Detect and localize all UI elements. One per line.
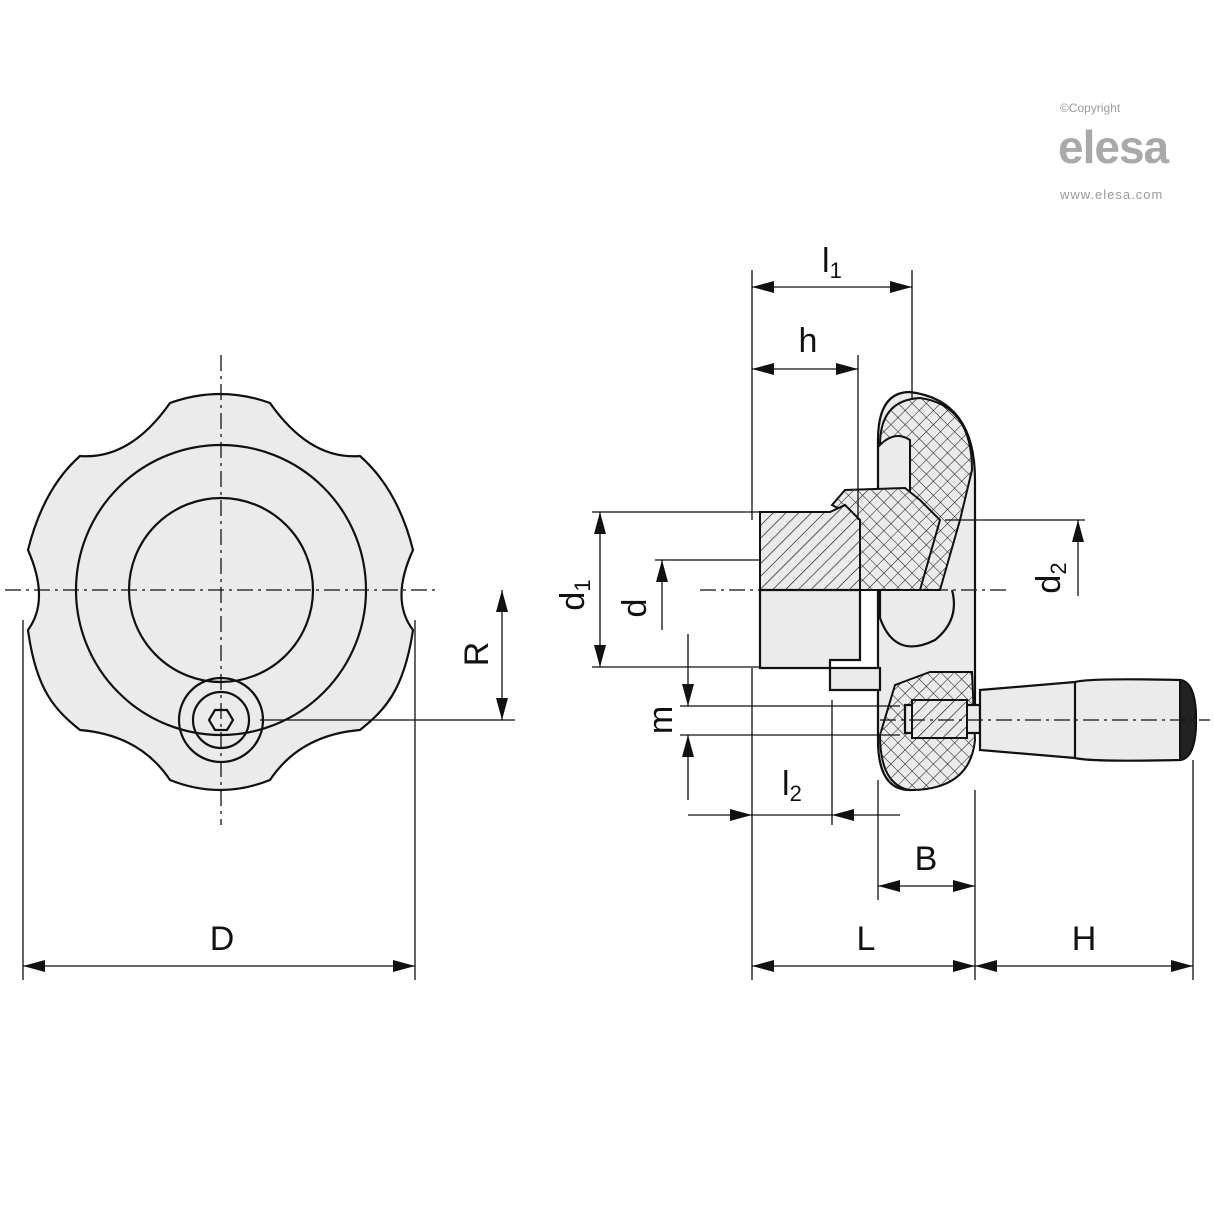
- d-arrow-right: [393, 960, 415, 972]
- d-arrow-left: [23, 960, 45, 972]
- dim-label-d: d: [616, 599, 654, 618]
- dim-label-d2: d2: [1030, 562, 1071, 593]
- bush-lower: [758, 588, 882, 692]
- m-arrow-top: [682, 684, 694, 706]
- dim-label-l2: l2: [782, 765, 802, 806]
- dim-label-r: R: [458, 642, 496, 667]
- dim-label-h-upper: H: [1072, 920, 1097, 958]
- handle-grip-tip: [1179, 678, 1198, 762]
- elesa-watermark: ©Copyright elesa www.elesa.com: [1058, 101, 1171, 202]
- rim-section-upper: [878, 396, 974, 591]
- copyright-text: ©Copyright: [1060, 101, 1121, 115]
- d1-arrow-top: [594, 512, 606, 534]
- h-arrow-left: [752, 363, 774, 375]
- dim-label-b: B: [915, 840, 938, 878]
- r-arrow-top: [496, 590, 508, 612]
- dim-label-d1: d1: [554, 579, 595, 610]
- website-url: www.elesa.com: [1059, 187, 1163, 202]
- dim-label-d-outer: D: [210, 920, 235, 958]
- l1-arrow-left: [752, 281, 774, 293]
- l-arrow-right: [953, 960, 975, 972]
- b-arrow-right: [953, 880, 975, 892]
- m-arrow-bottom: [682, 735, 694, 757]
- front-view: R D: [5, 355, 515, 980]
- dim-label-l1: l1: [822, 242, 842, 283]
- h-upper-arrow-right: [1171, 960, 1193, 972]
- side-view: l1 h d1 d d2 m: [554, 242, 1210, 980]
- h-upper-arrow-left: [975, 960, 997, 972]
- l-arrow-left: [752, 960, 774, 972]
- l1-arrow-right: [890, 281, 912, 293]
- dim-label-l: L: [857, 920, 876, 958]
- l2-arrow-right: [832, 809, 854, 821]
- dim-label-h: h: [799, 322, 818, 360]
- l2-arrow-left: [730, 809, 752, 821]
- threaded-insert: [911, 699, 968, 739]
- bush-section: [759, 503, 861, 591]
- d1-arrow-bottom: [594, 645, 606, 667]
- b-arrow-left: [878, 880, 900, 892]
- dim-label-m: m: [642, 706, 680, 734]
- h-arrow-right: [836, 363, 858, 375]
- hex-socket-icon: [207, 708, 235, 732]
- d-arrow-top: [656, 560, 668, 582]
- r-arrow-bottom: [496, 698, 508, 720]
- elesa-logo: elesa: [1058, 121, 1170, 173]
- d2-arrow-top: [1072, 520, 1084, 542]
- rim-inner-recess: [878, 589, 956, 648]
